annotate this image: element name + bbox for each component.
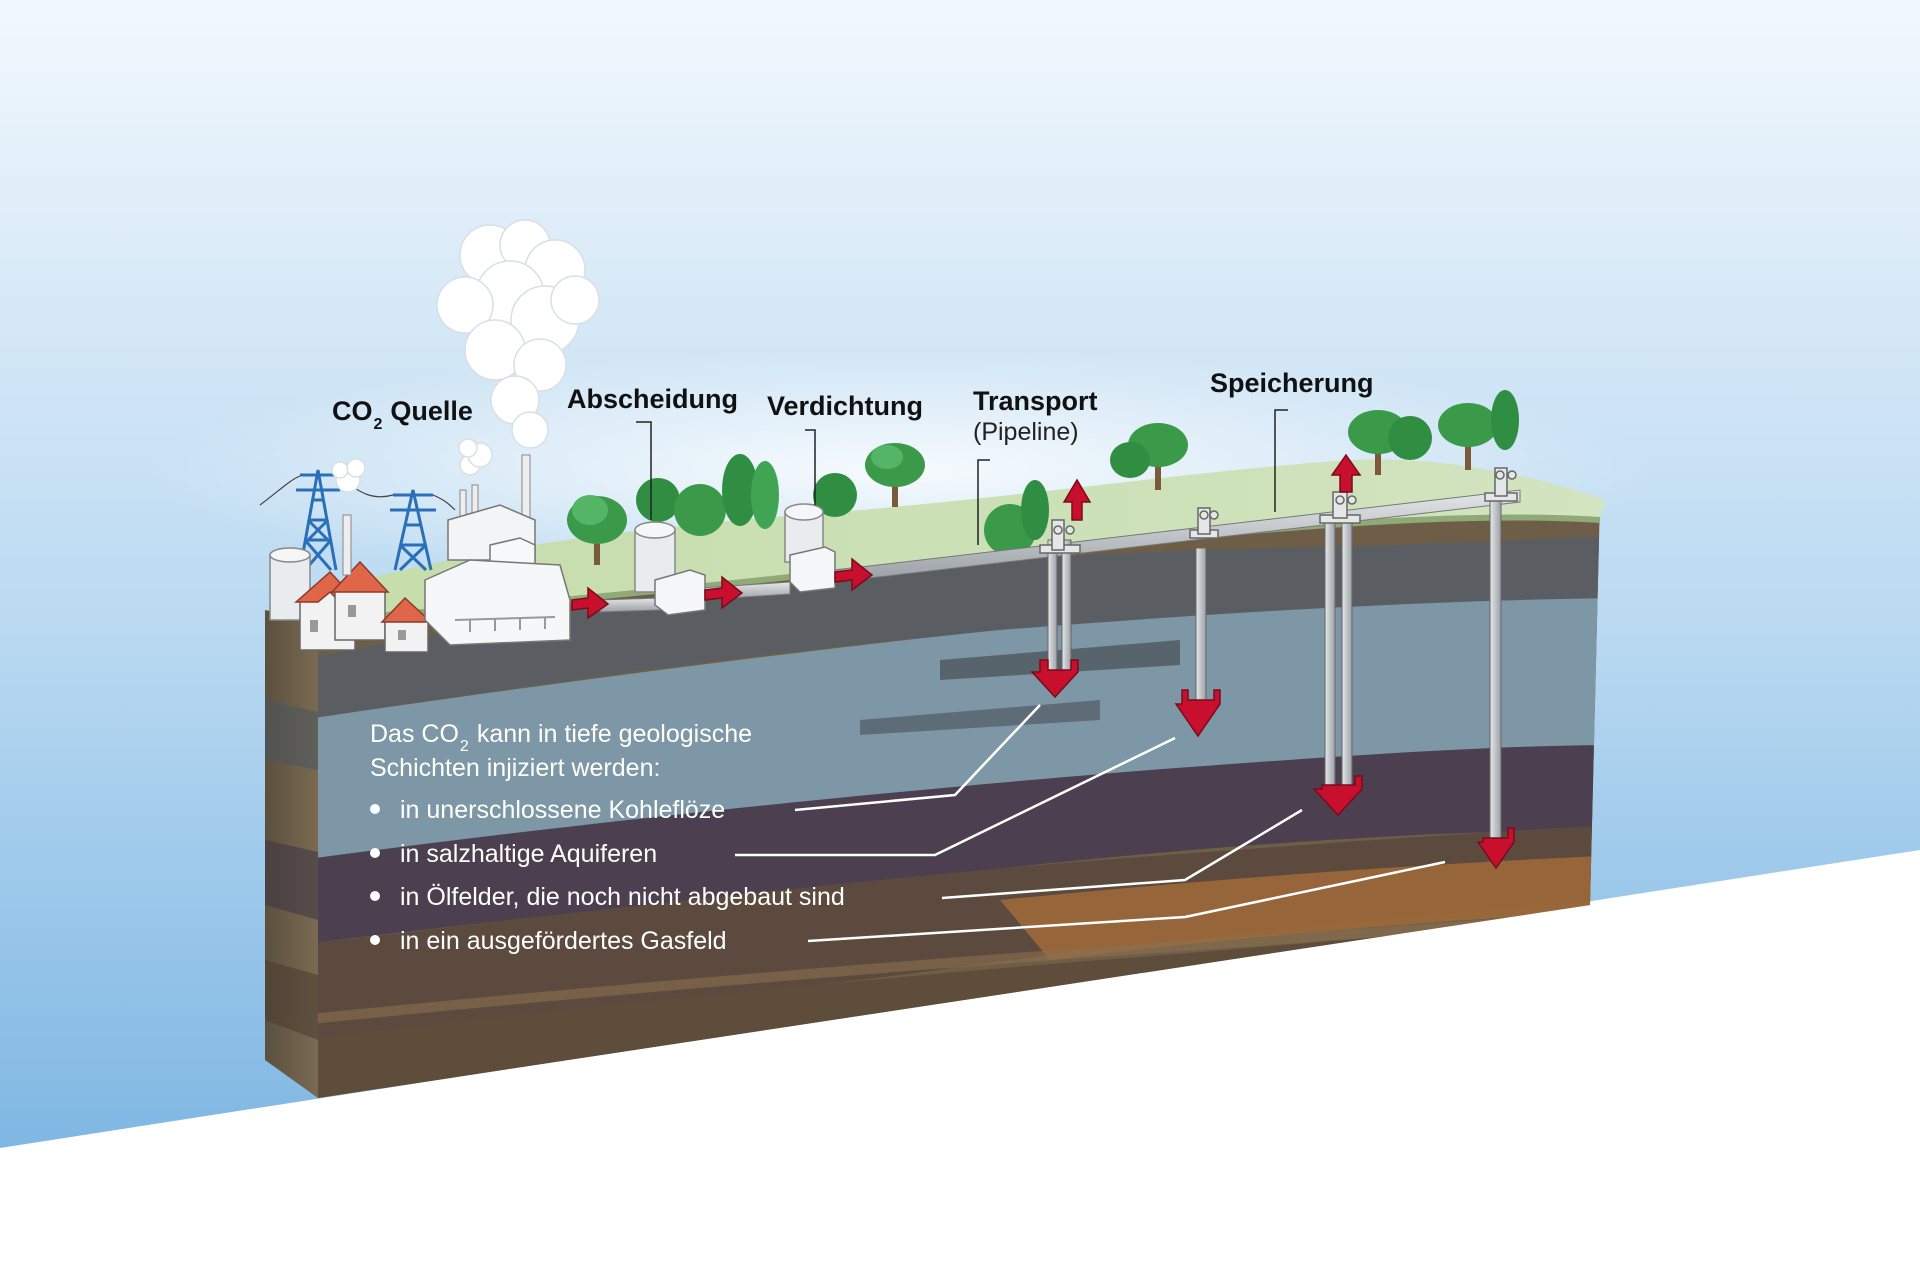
- tree-icon: [567, 495, 627, 565]
- injection-arrow-group: [1030, 453, 1515, 870]
- label-compression: Verdichtung: [767, 391, 924, 421]
- label-co2-suffix: Quelle: [390, 396, 473, 426]
- compressor-icon: [789, 546, 836, 593]
- power-pylon-icon: [390, 489, 436, 572]
- bullet-dot: [370, 935, 380, 945]
- wellhead-icon-group: [1039, 467, 1518, 554]
- description-line-1-rest: kann in tiefe geologische: [476, 720, 753, 748]
- ground-surface: [265, 459, 1605, 620]
- flow-arrow-group: [571, 557, 874, 620]
- description-co2-prefix: Das CO: [370, 720, 459, 748]
- wellhead-icon: [1484, 467, 1518, 502]
- description-line-1: Das CO2 kann in tiefe geologische: [370, 720, 753, 755]
- up-arrow-icon: [1330, 453, 1362, 493]
- tree-icon: [865, 443, 925, 507]
- bullet-text-gas-field: in ein ausgefördertes Gasfeld: [400, 927, 727, 955]
- tree-icon: [813, 473, 857, 517]
- bullet-text-oil-fields: in Ölfelder, die noch nicht abgebaut sin…: [400, 883, 845, 911]
- wellhead-icon: [1189, 507, 1219, 539]
- power-plant-icon: [342, 454, 571, 646]
- tree-icon: [674, 454, 779, 536]
- power-pylon-icon: [296, 469, 340, 571]
- label-transport: Transport: [973, 386, 1098, 416]
- label-transport-sub: (Pipeline): [973, 418, 1079, 446]
- tree-icon-group: [567, 390, 1519, 565]
- bullet-item: in ein ausgefördertes Gasfeld: [370, 929, 727, 954]
- label-co2-source: CO2 Quelle: [332, 396, 473, 433]
- tree-icon: [1110, 423, 1188, 490]
- capture-unit-icon: [654, 569, 706, 616]
- down-arrow-icon: [1174, 689, 1221, 738]
- down-arrow-icon: [1030, 659, 1079, 699]
- description-co2-subscript: 2: [459, 738, 469, 755]
- tree-icon: [1348, 410, 1432, 475]
- bullet-dot: [370, 891, 380, 901]
- bullet-text-coal-seams: in unerschlossene Kohleflöze: [400, 796, 726, 824]
- down-arrow-icon: [1312, 775, 1363, 817]
- label-capture: Abscheidung: [567, 384, 739, 414]
- bullet-item: in salzhaltige Aquiferen: [370, 842, 657, 867]
- tree-icon: [984, 480, 1049, 556]
- label-co2-subscript: 2: [373, 416, 383, 433]
- up-arrow-icon: [1062, 478, 1092, 521]
- down-arrow-icon: [1476, 827, 1515, 870]
- bullet-dot: [370, 848, 380, 858]
- label-co2-prefix: CO: [332, 396, 373, 426]
- wellhead-icon: [1319, 491, 1361, 524]
- flow-arrow-icon: [571, 586, 610, 620]
- tree-icon: [636, 478, 680, 540]
- description-line-2: Schichten injiziert werden:: [370, 754, 661, 782]
- wellhead-icon: [1039, 519, 1081, 554]
- left-face-strata: [265, 700, 318, 1040]
- tree-icon: [1438, 390, 1519, 470]
- label-leader-lines: [636, 409, 1288, 545]
- bullet-leader-lines: [735, 704, 1446, 943]
- house-icon-group: [294, 560, 433, 653]
- bullet-item: in Ölfelder, die noch nicht abgebaut sin…: [370, 885, 845, 910]
- bullet-dot: [370, 804, 380, 814]
- cloud-icon: [331, 219, 600, 493]
- flow-arrow-icon: [834, 557, 874, 592]
- bullet-item: in unerschlossene Kohleflöze: [370, 798, 725, 823]
- bullet-text-aquifers: in salzhaltige Aquiferen: [400, 840, 658, 868]
- flow-arrow-icon: [704, 575, 744, 610]
- label-storage: Speicherung: [1210, 368, 1374, 398]
